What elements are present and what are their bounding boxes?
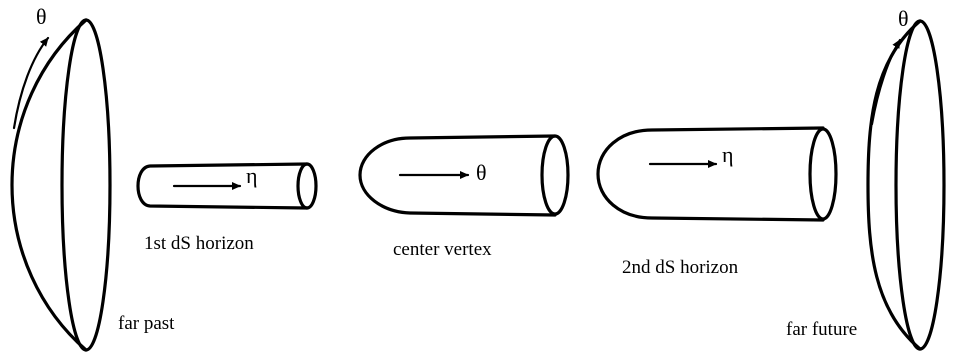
first-horizon-cylinder	[136, 162, 318, 210]
far-future-label: far future	[786, 319, 857, 340]
center-vertex-label: center vertex	[393, 239, 492, 260]
far-past-bowl	[10, 18, 112, 352]
theta-center-symbol: θ	[476, 160, 487, 185]
far-past-label: far past	[118, 313, 175, 334]
second-horizon-label: 2nd dS horizon	[622, 257, 739, 278]
theta-past-symbol: θ	[36, 4, 47, 29]
far-future-bowl	[866, 19, 946, 351]
eta-first-symbol: η	[246, 163, 258, 188]
second-horizon-cylinder	[596, 126, 838, 222]
theta-future-symbol: θ	[898, 6, 909, 31]
center-vertex-cylinder	[358, 134, 570, 217]
theta-rotation-arrow-future	[870, 38, 902, 126]
eta-second-symbol: η	[722, 142, 734, 167]
first-horizon-label: 1st dS horizon	[144, 233, 254, 254]
theta-rotation-arrow	[12, 36, 50, 130]
